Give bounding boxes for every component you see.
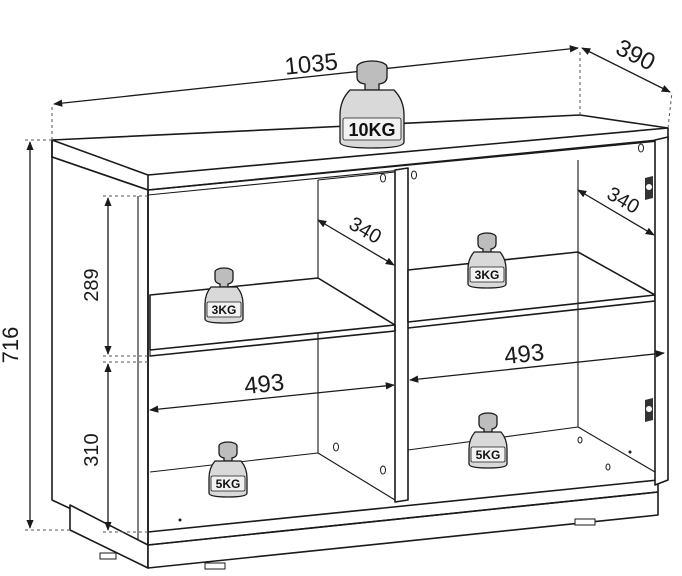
height-label: 716 [0,327,23,364]
depth-label: 390 [611,34,659,76]
weight-icon-shelf-right: 3KG [467,232,507,289]
shelf-right [407,251,656,323]
hinge-icon-top [645,176,653,200]
upper-height-label: 289 [81,268,103,301]
top-load-label: 10KG [348,120,395,140]
width-right-label: 493 [503,339,546,370]
width-left-label: 493 [243,369,286,400]
shelf-left-load-label: 3KG [212,303,237,317]
bottom-left-load-label: 5KG [216,477,241,491]
weight-icon-bottom-right: 5KG [468,412,508,469]
center-divider [394,167,409,503]
depth-dimension-line [581,47,671,93]
width-right-dimension-line [409,350,665,383]
shelf-depth-left-label: 340 [345,213,385,249]
sideboard [51,114,669,570]
shelf-right-load-label: 3KG [475,268,500,282]
weight-icon-bottom-left: 5KG [208,441,248,498]
weight-icon-top: 10KG [339,60,405,149]
weight-icon-shelf-left: 3KG [204,267,244,324]
plinth-front [147,491,659,569]
bottom-right-load-label: 5KG [476,448,501,462]
shelf-left [149,277,396,351]
width-left-dimension-line [149,382,395,413]
lower-height-label: 310 [81,433,103,466]
shelf-depth-right-dimension-line [577,189,655,236]
hinge-icon-bottom [645,398,653,422]
shelf-depth-right-label: 340 [603,183,643,219]
left-side-panel [51,156,149,546]
door-right-edge [654,136,669,486]
shelf-depth-left-dimension-line [317,219,395,266]
dimension-lines [22,45,673,533]
width-dimension-line [53,45,579,107]
width-label: 1035 [283,48,339,80]
